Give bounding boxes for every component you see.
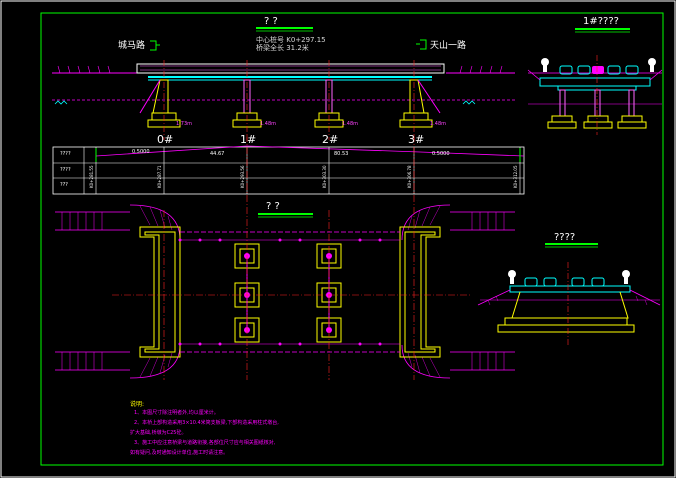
station-label-4: K0+306.78 — [407, 165, 412, 188]
left-road-label: 城马路 — [118, 41, 146, 51]
station-label-1: K0+287.71 — [157, 165, 162, 188]
table-row-label-1: ???? — [60, 167, 71, 173]
station-label-3: K0+303.30 — [322, 165, 327, 188]
cross-section-bottom — [477, 243, 661, 345]
pier-label-3: 3# — [408, 133, 425, 146]
notes-line-3: 3、施工中应注意桥梁与道路衔接,各部位尺寸应与相关图纸核对, — [134, 440, 276, 446]
notes-heading: 说明: — [130, 401, 145, 408]
table-row-label-0: ???? — [60, 151, 71, 157]
slope-label-3: 0.5000 — [432, 151, 450, 157]
cross-section-top — [527, 28, 663, 135]
pier-label-2: 2# — [322, 133, 339, 146]
ground-tag-2: 1.48m — [342, 121, 359, 127]
ground-tag-3: 1.48m — [430, 121, 447, 127]
station-label-0: K0+281.55 — [89, 165, 94, 188]
table-row-label-2: ??? — [60, 182, 68, 188]
ground-tag-0: 1.73m — [176, 121, 193, 127]
notes-line-4: 如有疑问,及时通知设计单位,施工时请注意。 — [130, 450, 229, 456]
sheet-inner-frame — [40, 12, 664, 466]
slope-label-2: 80.53 — [334, 151, 349, 157]
notes-line-0: 1、本图尺寸除注明者外,均以厘米计。 — [134, 410, 219, 416]
station-label-2: K0+293.56 — [240, 165, 245, 188]
plan-title: ? ? — [266, 201, 280, 212]
elevation-title: ? ? — [264, 16, 278, 27]
slope-label-0: 0.5000 — [132, 149, 150, 155]
bridge-plan — [55, 135, 515, 380]
cross-section-top-title: 1#???? — [583, 16, 619, 27]
bridge-length-label: 桥梁全长 31.2米 — [256, 44, 309, 52]
center-station-label: 中心桩号 K0+297.15 — [256, 36, 326, 44]
profile-table — [52, 145, 525, 195]
pier-label-0: 0# — [157, 133, 174, 146]
station-label-5: K0+312.05 — [513, 165, 518, 188]
right-road-label: 天山一路 — [430, 41, 467, 51]
bridge-elevation — [52, 27, 515, 140]
cross-section-bottom-title: ???? — [554, 232, 576, 243]
pier-label-1: 1# — [240, 133, 257, 146]
slope-label-1: 44.67 — [210, 151, 225, 157]
notes-line-1: 2、本桥上部构造采用3×10.4米简支板梁,下部构造采用柱式墩台, — [134, 420, 279, 426]
ground-tag-1: 1.48m — [260, 121, 277, 127]
notes-line-2: 扩大基础,桥墩为C25砼。 — [130, 430, 187, 436]
